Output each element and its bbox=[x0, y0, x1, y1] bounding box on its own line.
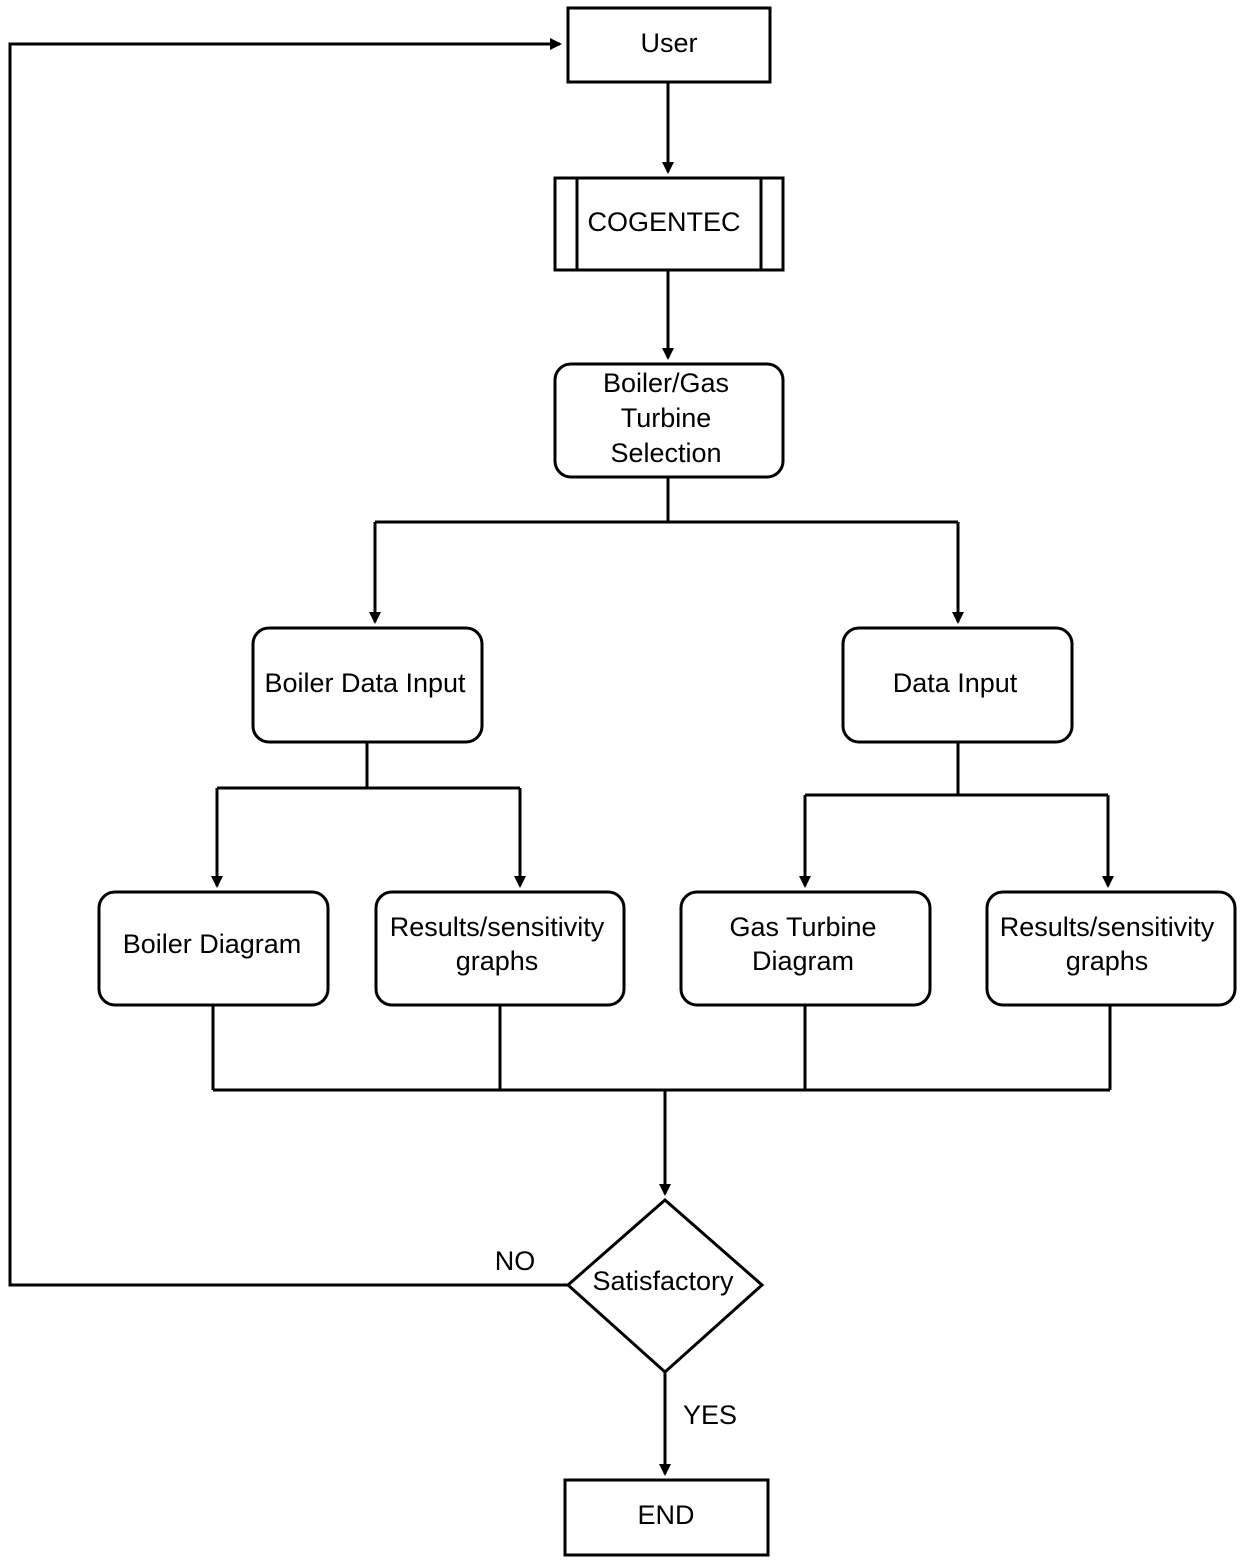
node-selection-label-3: Selection bbox=[610, 438, 721, 468]
node-results-left-label-1: Results/sensitivity bbox=[390, 912, 605, 942]
node-satisfactory-label: Satisfactory bbox=[592, 1266, 734, 1296]
node-boiler-data-input-label: Boiler Data Input bbox=[264, 668, 466, 698]
node-results-right-label-1: Results/sensitivity bbox=[1000, 912, 1215, 942]
connectors bbox=[8, 38, 1114, 1476]
edge-label-yes: YES bbox=[683, 1400, 737, 1430]
node-data-input-label: Data Input bbox=[893, 668, 1018, 698]
node-selection-label-2: Turbine bbox=[621, 403, 712, 433]
node-end: END bbox=[563, 1478, 770, 1557]
node-end-label: END bbox=[637, 1500, 694, 1530]
node-results-right-label-2: graphs bbox=[1066, 946, 1149, 976]
node-gas-turbine-label-1: Gas Turbine bbox=[729, 912, 876, 942]
node-gas-turbine-diagram: Gas Turbine Diagram bbox=[679, 890, 932, 1007]
node-gas-turbine-label-2: Diagram bbox=[752, 946, 854, 976]
edge-no-loop bbox=[8, 38, 568, 1287]
node-satisfactory: Satisfactory bbox=[565, 1198, 765, 1375]
node-user-label: User bbox=[640, 28, 697, 58]
node-cogentec-label: COGENTEC bbox=[587, 207, 740, 237]
node-results-left: Results/sensitivity graphs bbox=[374, 890, 626, 1007]
node-boiler-data-input: Boiler Data Input bbox=[251, 626, 484, 744]
node-results-right: Results/sensitivity graphs bbox=[985, 890, 1237, 1007]
node-results-left-label-2: graphs bbox=[456, 946, 539, 976]
node-boiler-diagram-label: Boiler Diagram bbox=[123, 929, 302, 959]
node-boiler-diagram: Boiler Diagram bbox=[97, 890, 330, 1007]
node-cogentec: COGENTEC bbox=[553, 176, 785, 272]
node-user: User bbox=[566, 6, 772, 84]
node-selection-label-1: Boiler/Gas bbox=[603, 368, 729, 398]
node-selection: Boiler/Gas Turbine Selection bbox=[553, 362, 785, 479]
node-data-input: Data Input bbox=[841, 626, 1074, 744]
edge-label-no: NO bbox=[495, 1246, 536, 1276]
